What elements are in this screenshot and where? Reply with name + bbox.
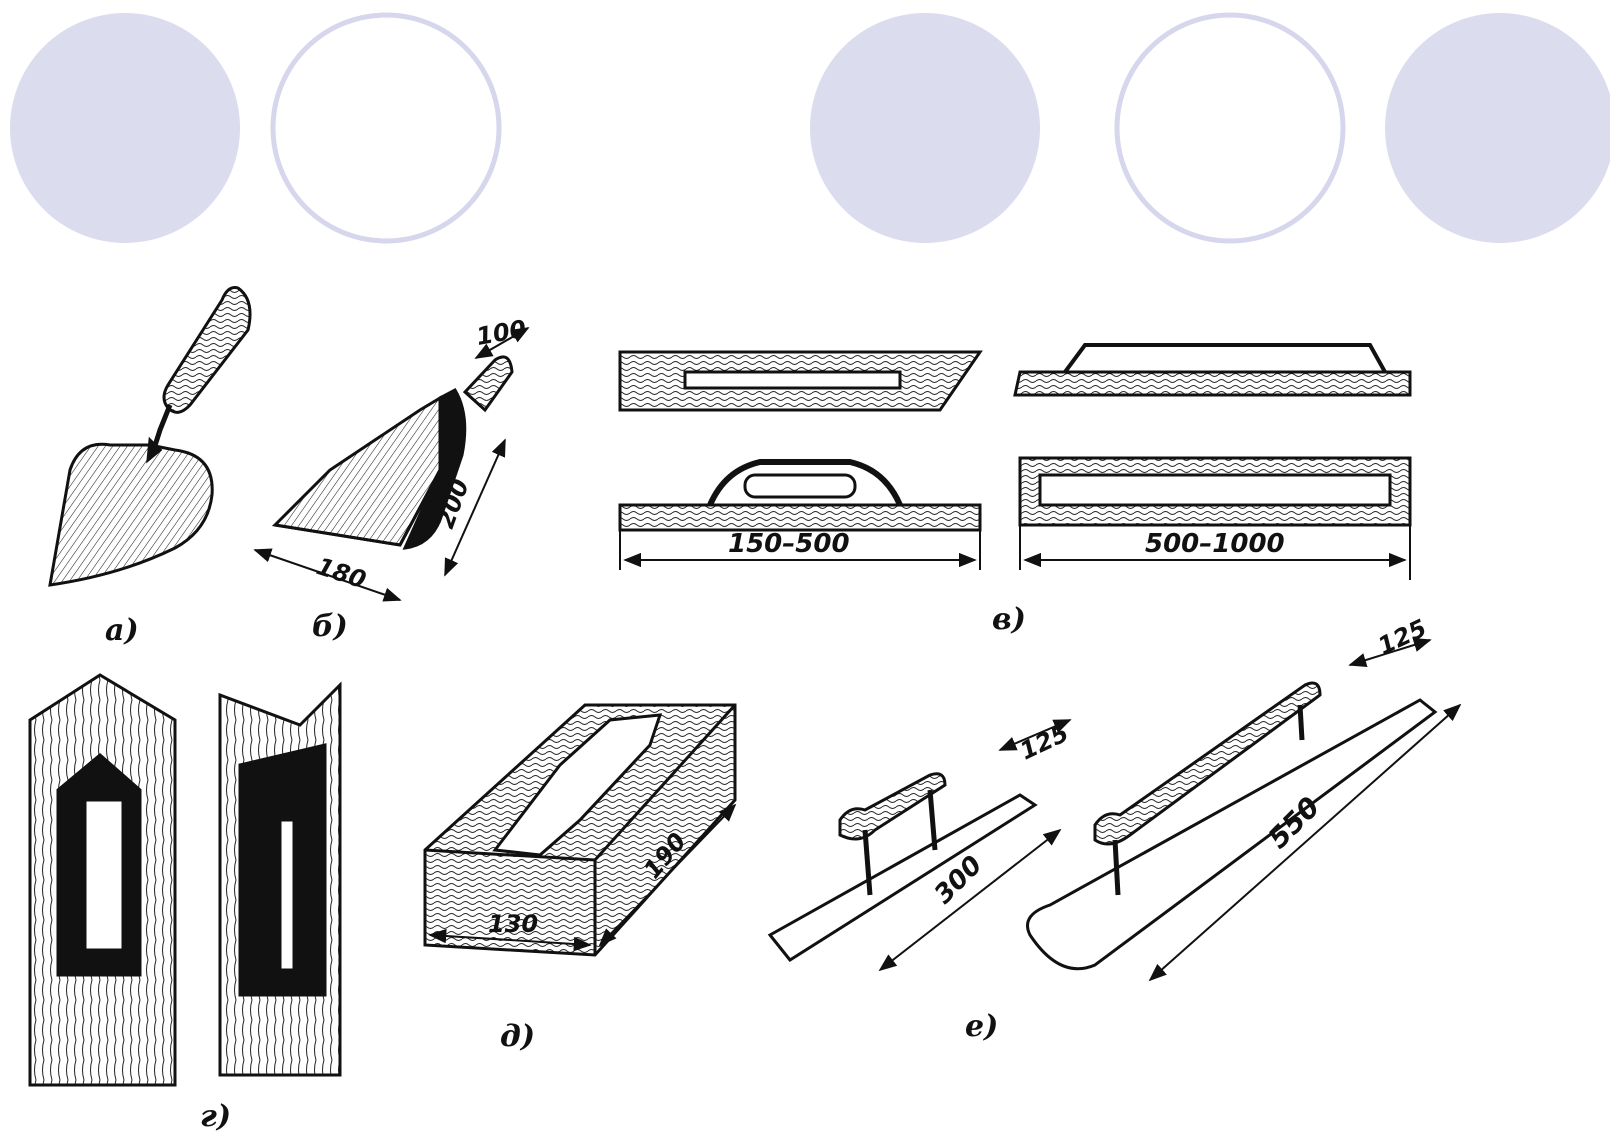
dim-e-125-large: 125 xyxy=(1374,614,1431,661)
decor-circle-filled-2 xyxy=(810,13,1040,243)
steel-trowel-small xyxy=(767,793,1038,962)
figure-a-label: а) xyxy=(105,613,139,648)
figure-g-corner-floats xyxy=(28,673,342,1087)
figure-b-scraper xyxy=(253,327,530,602)
dim-b-180: 180 xyxy=(313,552,369,594)
decor-circle-filled-1 xyxy=(10,13,240,243)
small-trowel-handle xyxy=(838,772,947,841)
float-top-right xyxy=(1013,370,1412,397)
decor-circle-outline-1 xyxy=(270,12,502,244)
figure-e-label: е) xyxy=(965,1009,999,1044)
wood-float-handle xyxy=(492,713,663,857)
dim-d-130: 130 xyxy=(488,910,538,938)
trowel-handle xyxy=(162,286,252,414)
figure-d-label: д) xyxy=(500,1019,536,1054)
decor-circle-outline-2 xyxy=(1114,12,1346,244)
trowel-blade xyxy=(48,442,214,587)
figure-g-label: г) xyxy=(200,1099,232,1134)
dim-v-150-500: 150–500 xyxy=(728,529,850,559)
wood-float-body xyxy=(423,703,737,957)
decorative-circles xyxy=(10,12,1610,244)
dim-b-100: 100 xyxy=(474,315,528,351)
float-bottom-left xyxy=(618,503,982,532)
figure-a-trowel xyxy=(48,286,252,587)
scraper-handle xyxy=(462,355,514,413)
dim-v-500-1000: 500–1000 xyxy=(1145,529,1285,559)
dim-e-125-small: 125 xyxy=(1016,719,1073,766)
decor-circle-filled-3 xyxy=(1385,13,1610,243)
figure-d-wood-float xyxy=(423,703,737,957)
figure-b-label: б) xyxy=(312,609,348,644)
figure-v-label: в) xyxy=(992,602,1026,637)
figure-e-steel-trowels xyxy=(767,637,1462,982)
figure-v-floats xyxy=(618,343,1412,580)
